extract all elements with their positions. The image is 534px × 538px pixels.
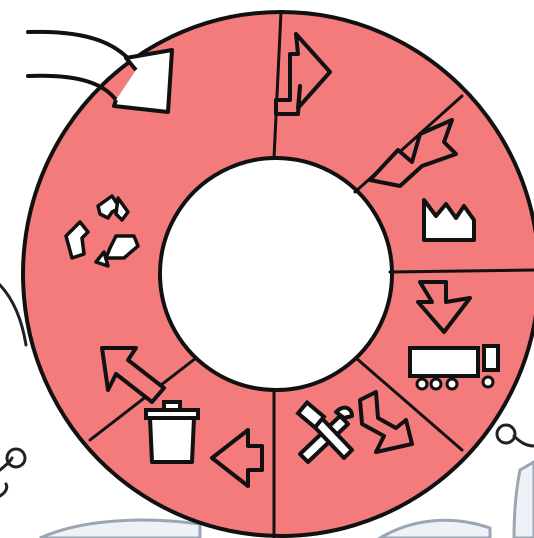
figure-left-fingers (0, 484, 7, 496)
figure-right-arm (514, 436, 534, 446)
trash-bin-icon (146, 402, 198, 462)
figure-bottom-bodies (40, 520, 200, 538)
figure-right-body (514, 462, 534, 538)
figure-left-hand (7, 449, 25, 467)
figure-right-hand (497, 425, 515, 443)
truck-icon (410, 346, 498, 389)
divider (390, 270, 534, 272)
figure-bottom-bodies-right (380, 520, 490, 538)
cycle-ring (23, 12, 534, 538)
